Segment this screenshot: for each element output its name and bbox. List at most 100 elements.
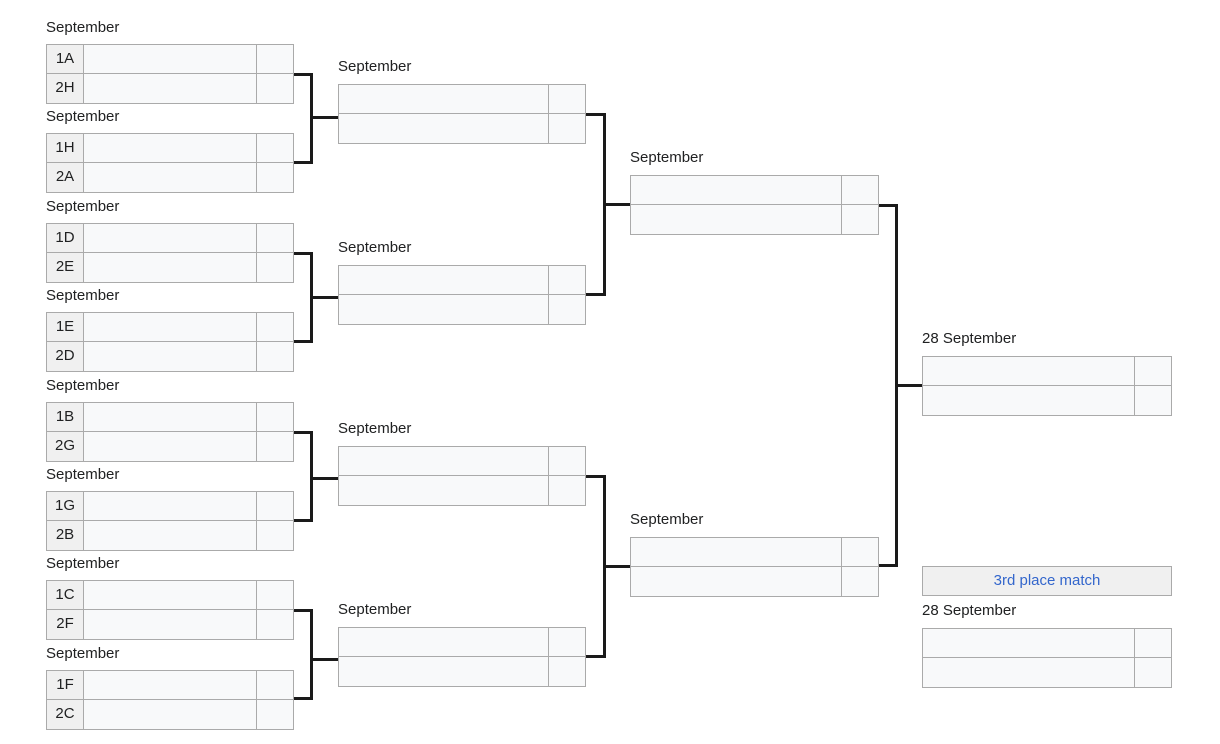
team-score xyxy=(549,265,586,295)
team-name xyxy=(922,658,1135,688)
seed-label: 2B xyxy=(46,521,84,551)
match-row[interactable] xyxy=(338,657,586,687)
match-row[interactable] xyxy=(338,627,586,657)
match-row[interactable] xyxy=(922,356,1172,386)
match-row[interactable]: 2C xyxy=(46,700,294,730)
match-row[interactable]: 2B xyxy=(46,521,294,551)
match-r16-1[interactable]: 1A 2H xyxy=(46,44,294,104)
team-score xyxy=(842,205,879,235)
match-date-label: September xyxy=(46,466,120,483)
match-row[interactable]: 2H xyxy=(46,74,294,104)
match-row[interactable]: 2E xyxy=(46,253,294,283)
match-date-label: September xyxy=(338,239,412,256)
team-name xyxy=(630,567,842,597)
team-name xyxy=(84,253,257,283)
match-row[interactable]: 2G xyxy=(46,432,294,462)
seed-label: 1A xyxy=(46,44,84,74)
match-row[interactable]: 1F xyxy=(46,670,294,700)
team-name xyxy=(630,175,842,205)
match-qf-3[interactable] xyxy=(338,446,586,506)
match-date-label: September xyxy=(46,108,120,125)
team-name xyxy=(338,657,549,687)
match-final[interactable] xyxy=(922,356,1172,416)
match-row[interactable] xyxy=(630,537,879,567)
match-row[interactable] xyxy=(630,567,879,597)
team-score xyxy=(257,491,294,521)
match-row[interactable] xyxy=(922,658,1172,688)
team-score xyxy=(257,223,294,253)
team-score xyxy=(549,627,586,657)
match-row[interactable]: 1E xyxy=(46,312,294,342)
seed-label: 1D xyxy=(46,223,84,253)
match-r16-8[interactable]: 1F 2C xyxy=(46,670,294,730)
match-r16-3[interactable]: 1D 2E xyxy=(46,223,294,283)
team-score xyxy=(1135,386,1172,416)
match-qf-2[interactable] xyxy=(338,265,586,325)
team-name xyxy=(338,446,549,476)
team-score xyxy=(257,521,294,551)
match-row[interactable]: 2A xyxy=(46,163,294,193)
bracket-connector xyxy=(294,252,313,255)
team-score xyxy=(549,657,586,687)
match-row[interactable] xyxy=(338,265,586,295)
bracket-connector xyxy=(294,161,313,164)
team-name xyxy=(630,537,842,567)
match-row[interactable]: 2D xyxy=(46,342,294,372)
match-row[interactable] xyxy=(338,84,586,114)
match-row[interactable] xyxy=(630,175,879,205)
match-third-place[interactable] xyxy=(922,628,1172,688)
match-qf-4[interactable] xyxy=(338,627,586,687)
seed-label: 2C xyxy=(46,700,84,730)
match-row[interactable]: 1D xyxy=(46,223,294,253)
match-row[interactable] xyxy=(630,205,879,235)
bracket-connector xyxy=(586,475,606,478)
seed-label: 2G xyxy=(46,432,84,462)
match-r16-2[interactable]: 1H 2A xyxy=(46,133,294,193)
team-score xyxy=(257,670,294,700)
match-row[interactable] xyxy=(338,476,586,506)
team-name xyxy=(84,74,257,104)
team-name xyxy=(338,84,549,114)
match-row[interactable] xyxy=(922,628,1172,658)
match-sf-2[interactable] xyxy=(630,537,879,597)
match-qf-1[interactable] xyxy=(338,84,586,144)
team-score xyxy=(257,44,294,74)
match-row[interactable]: 1B xyxy=(46,402,294,432)
match-row[interactable] xyxy=(922,386,1172,416)
team-score xyxy=(257,342,294,372)
match-r16-7[interactable]: 1C 2F xyxy=(46,580,294,640)
match-row[interactable]: 1H xyxy=(46,133,294,163)
team-score xyxy=(257,133,294,163)
team-score xyxy=(257,163,294,193)
team-name xyxy=(922,386,1135,416)
match-r16-6[interactable]: 1G 2B xyxy=(46,491,294,551)
match-date-label: September xyxy=(46,198,120,215)
bracket-connector xyxy=(895,384,923,387)
seed-label: 2A xyxy=(46,163,84,193)
match-date-label: September xyxy=(338,58,412,75)
match-sf-1[interactable] xyxy=(630,175,879,235)
match-row[interactable] xyxy=(338,295,586,325)
seed-label: 1G xyxy=(46,491,84,521)
match-row[interactable] xyxy=(338,446,586,476)
team-score xyxy=(842,567,879,597)
team-name xyxy=(84,610,257,640)
match-r16-4[interactable]: 1E 2D xyxy=(46,312,294,372)
match-row[interactable]: 1G xyxy=(46,491,294,521)
match-row[interactable]: 2F xyxy=(46,610,294,640)
match-row[interactable]: 1C xyxy=(46,580,294,610)
match-date-label: September xyxy=(46,645,120,662)
bracket-connector xyxy=(294,340,313,343)
team-score xyxy=(257,312,294,342)
team-score xyxy=(257,610,294,640)
team-name xyxy=(338,476,549,506)
team-score xyxy=(1135,658,1172,688)
match-row[interactable] xyxy=(338,114,586,144)
third-place-match-link[interactable]: 3rd place match xyxy=(922,566,1172,596)
bracket-connector xyxy=(310,609,313,699)
match-row[interactable]: 1A xyxy=(46,44,294,74)
match-r16-5[interactable]: 1B 2G xyxy=(46,402,294,462)
bracket-connector xyxy=(310,116,338,119)
bracket-connector xyxy=(879,204,898,207)
